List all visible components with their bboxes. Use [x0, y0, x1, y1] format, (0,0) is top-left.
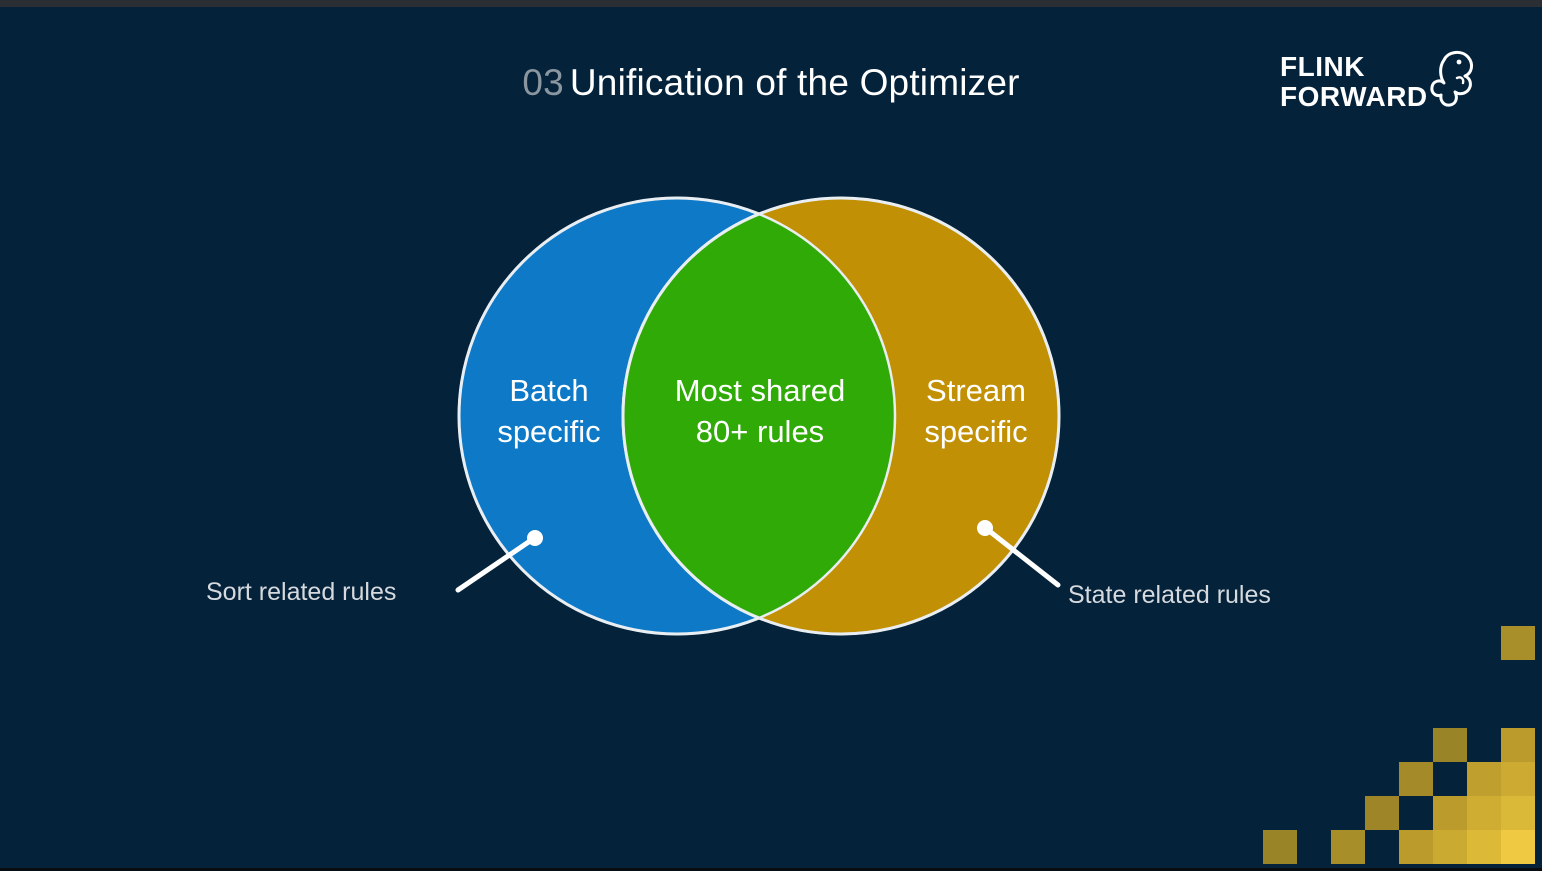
mosaic-tile — [1365, 796, 1399, 830]
mosaic-tile — [1501, 762, 1535, 796]
mosaic-tile — [1399, 830, 1433, 864]
logo-line-2: FORWARD — [1280, 81, 1428, 112]
title-section-number: 03 — [522, 62, 564, 103]
mosaic-tile — [1467, 830, 1501, 864]
mosaic-tile — [1467, 762, 1501, 796]
venn-diagram: Batch specific Most shared 80+ rules Str… — [440, 180, 1080, 650]
mosaic-tile — [1263, 830, 1297, 864]
corner-mosaic — [1263, 626, 1542, 871]
mosaic-tile — [1433, 830, 1467, 864]
logo-line-1: FLINK — [1280, 51, 1365, 82]
callout-label-sort-related-rules: Sort related rules — [206, 578, 397, 606]
title-text: Unification of the Optimizer — [569, 62, 1020, 103]
mosaic-tile — [1501, 626, 1535, 660]
mosaic-tile — [1501, 728, 1535, 762]
logo-wordmark: FLINK FORWARD — [1280, 52, 1428, 112]
flink-forward-logo: FLINK FORWARD — [1280, 48, 1480, 124]
callout-label-state-related-rules: State related rules — [1068, 581, 1271, 609]
squirrel-icon — [1430, 51, 1474, 107]
mosaic-tile — [1433, 728, 1467, 762]
mosaic-tile — [1467, 796, 1501, 830]
letterbox-bar-bottom — [0, 868, 1542, 871]
venn-shapes — [457, 196, 1061, 636]
mosaic-tile — [1501, 830, 1535, 864]
letterbox-bar-top — [0, 0, 1542, 7]
mosaic-tile — [1433, 796, 1467, 830]
mosaic-tile — [1501, 796, 1535, 830]
mosaic-tile — [1399, 762, 1433, 796]
mosaic-tile — [1331, 830, 1365, 864]
